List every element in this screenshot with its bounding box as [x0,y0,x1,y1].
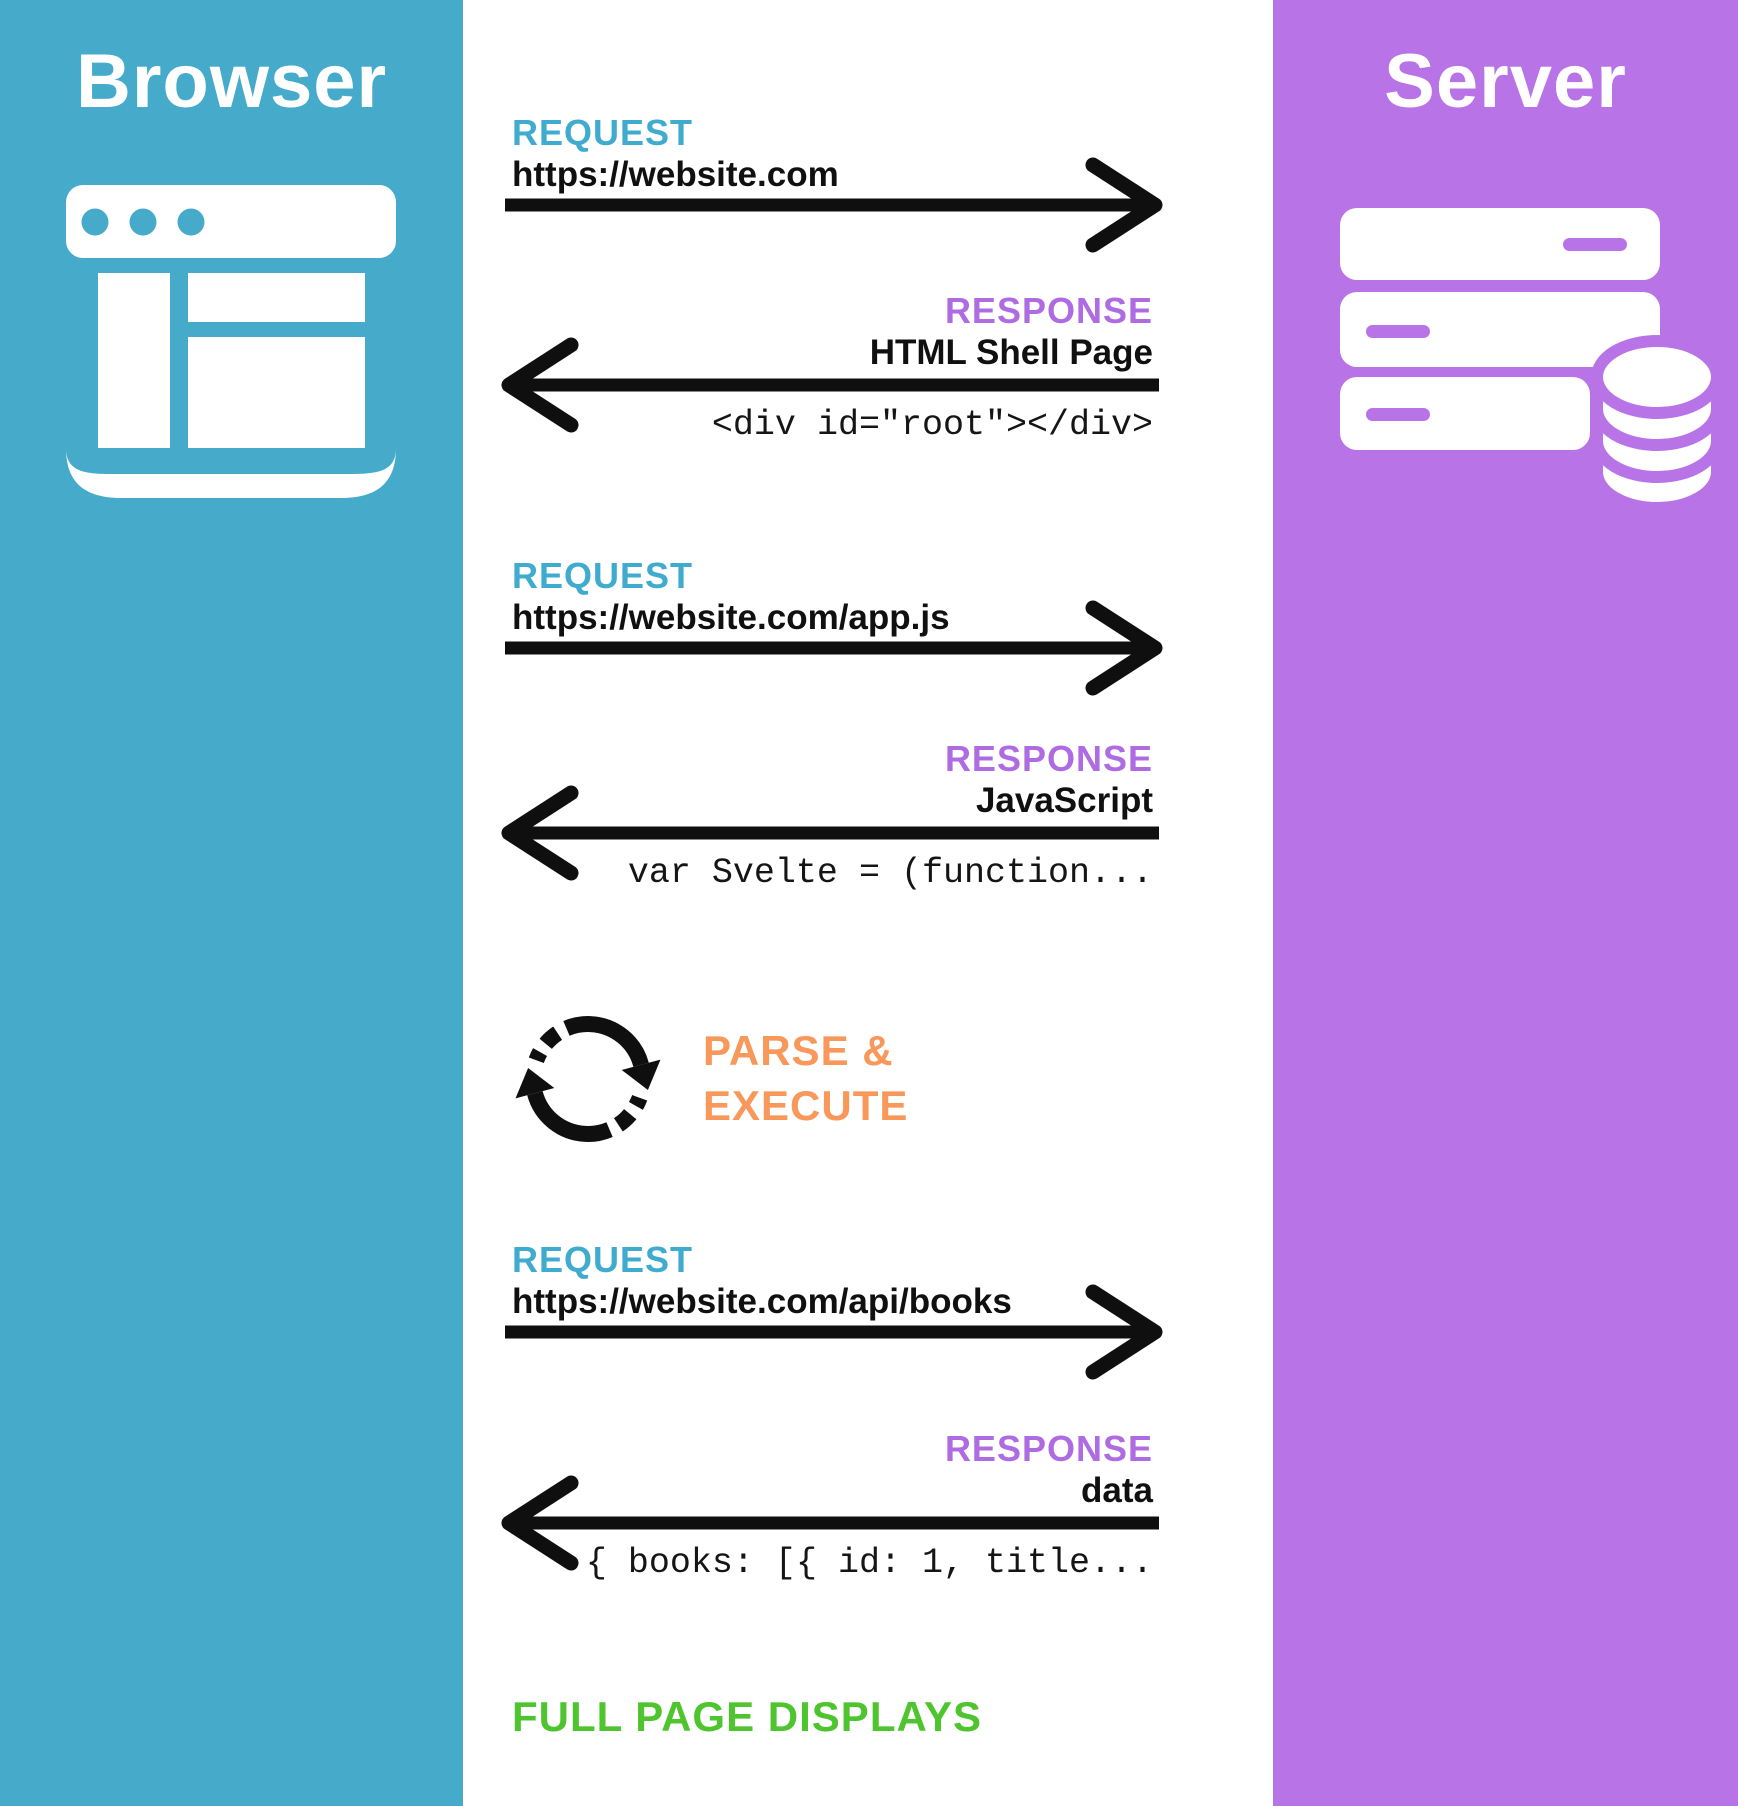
browser-title: Browser [75,39,388,124]
server-column: Server [1273,0,1738,1806]
response-code: { books: [{ id: 1, title... [585,1543,1153,1583]
response-step-1: RESPONSE HTML Shell Page <div id="root">… [463,290,1273,460]
full-page-displays-label: FULL PAGE DISPLAYS [512,1693,982,1740]
response-arrow-icon [501,1475,1159,1571]
response-arrow-icon [501,337,1159,433]
response-step-3: RESPONSE data { books: [{ id: 1, title..… [463,1428,1273,1598]
request-arrow-icon [505,600,1163,696]
refresh-cycle-icon [515,1016,661,1142]
request-step-2: REQUEST https://website.com/app.js [463,555,1273,725]
server-title: Server [1384,39,1627,124]
execute-line: EXECUTE [703,1082,909,1129]
database-icon [1591,335,1723,514]
request-label: REQUEST [512,555,694,596]
browser-column: Browser [0,0,463,1806]
request-arrow-icon [505,1284,1163,1380]
sequence-lane: REQUEST https://website.com RESPONSE HTM… [463,0,1273,1806]
response-label: RESPONSE [944,1428,1153,1469]
response-code: var Svelte = (function... [627,853,1153,893]
response-payload: JavaScript [975,781,1153,820]
response-label: RESPONSE [944,290,1153,331]
response-code: <div id="root"></div> [711,405,1153,445]
response-arrow-icon [501,785,1159,881]
response-payload: data [1081,1471,1153,1510]
request-arrow-icon [505,157,1163,253]
request-step-3: REQUEST https://website.com/api/books [463,1239,1273,1409]
request-step-1: REQUEST https://website.com [463,112,1273,282]
request-url: https://website.com [512,155,839,194]
request-label: REQUEST [512,112,694,153]
parse-line: PARSE & [703,1027,894,1074]
request-label: REQUEST [512,1239,694,1280]
server-stack-icon [1340,208,1725,518]
browser-window-icon [66,185,396,500]
response-label: RESPONSE [944,738,1153,779]
response-payload: HTML Shell Page [869,333,1153,372]
parse-execute-label: PARSE & EXECUTE [703,1023,908,1133]
response-step-2: RESPONSE JavaScript var Svelte = (functi… [463,738,1273,908]
request-url: https://website.com/app.js [512,598,950,637]
parse-execute-step: PARSE & EXECUTE [463,1003,1273,1163]
request-url: https://website.com/api/books [512,1282,1012,1321]
